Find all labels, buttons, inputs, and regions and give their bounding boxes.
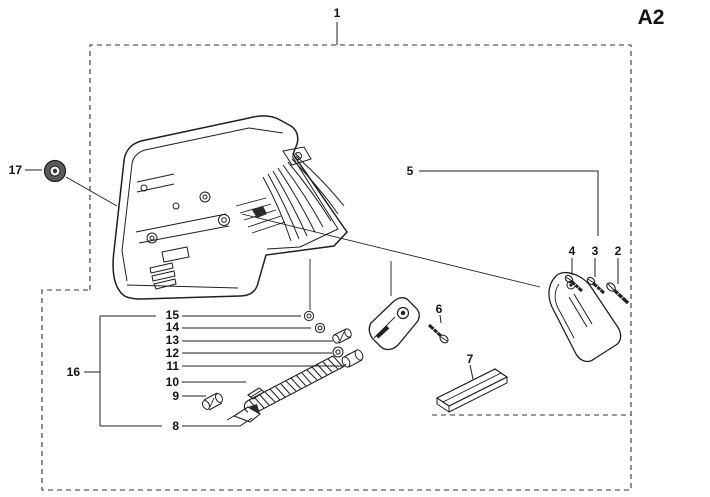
callout-5: 5 [407,164,414,178]
latch-detail [161,246,190,263]
sleeve-part-9 [202,392,223,411]
callout-16: 16 [67,365,81,379]
barrel-part-13 [332,328,352,344]
callout-11: 11 [166,359,179,373]
group-bracket-16 [84,315,162,427]
assembly-pointer-line [241,213,541,288]
callouts: 1 2 3 4 5 6 7 8 9 10 11 12 13 14 15 16 1… [9,6,622,433]
nut-part-10 [247,387,265,400]
tension-spring [243,355,347,413]
callout-14: 14 [166,320,180,334]
clutch-cover-illustration [112,115,348,300]
tensioner-body [368,297,420,351]
screw-4-illustration [564,274,584,293]
tensioner-assembly-illustration [202,297,420,423]
callout-1: 1 [334,6,341,20]
screw-3-illustration [586,276,606,295]
callout-10: 10 [166,375,180,389]
screw-6-illustration [427,323,449,344]
callout-6: 6 [436,302,443,316]
callout-8: 8 [172,419,179,433]
washer-part-14 [314,322,326,334]
callout-17: 17 [9,163,23,177]
vent-slots [149,262,177,290]
assembly-boundary [41,44,632,491]
callout-9: 9 [172,389,179,403]
callout-4: 4 [569,244,576,258]
sheet-code: A2 [638,6,665,29]
callout-7: 7 [467,352,474,366]
alignment-lines [309,259,392,310]
collar-part-11 [341,349,364,368]
washer-part-12 [332,346,344,358]
pin-part-8 [226,404,261,423]
screw-2-illustration [606,282,630,305]
callout-13: 13 [166,333,180,347]
callout-2: 2 [615,244,622,258]
grommet-illustration [43,159,67,183]
leader-lines [25,22,619,427]
washer-part-15 [303,310,315,322]
brake-band [135,213,230,244]
cooling-ribs [262,155,345,242]
callout-3: 3 [592,244,599,258]
guide-plate-illustration [435,368,509,413]
brake-lever-boss [282,146,312,166]
callout-12: 12 [166,346,180,360]
callout-15: 15 [166,308,180,322]
